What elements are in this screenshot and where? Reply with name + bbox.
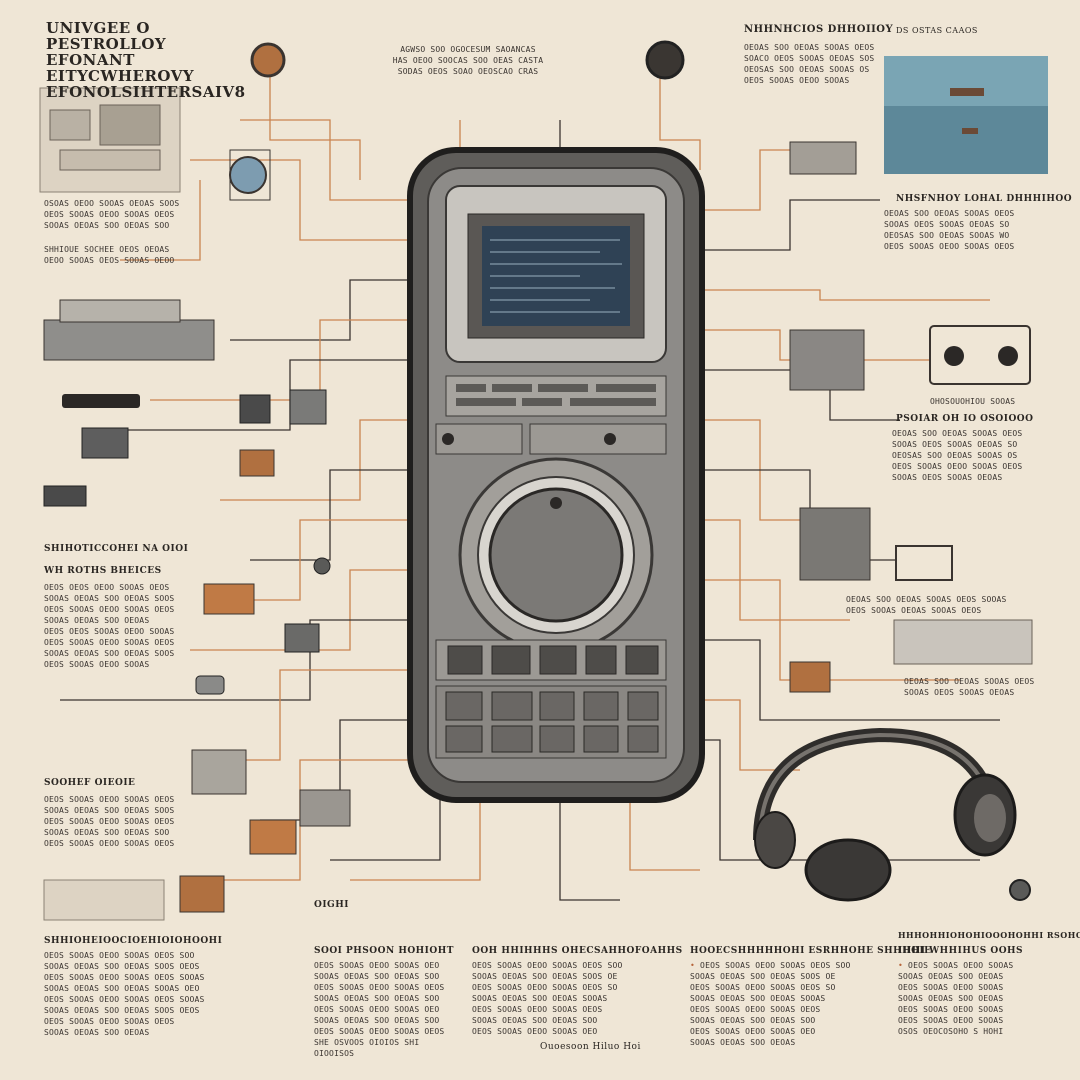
bottom-section-3-body: OEOS SOOAS OEOO SOOAS OEOS SOO SOOAS OEO… — [472, 961, 623, 1036]
bottom-section-3-heading: OOH HHIHHHS OHECSAHHOFOAHHS — [472, 946, 683, 956]
bottom-section-2-body: OEOS SOOAS OEOO SOOAS OEO SOOAS OEOAS SO… — [314, 961, 445, 1058]
left-block-1-heading: SHIHOTICCOHEI NA OIOI — [44, 544, 189, 554]
bottom-section-2-heading: SOOI PHSOON HOHIOHT — [314, 946, 454, 956]
right-block-1-body: OEOAS SOO OEOAS SOOAS OEOS SOOAS OEOS SO… — [884, 209, 1015, 251]
top-right-body: OEOAS SOO OEOAS SOOAS OEOS SOACO OEOS SO… — [744, 43, 875, 85]
top-center-caption: AGWSO SOO OGOCESUM SAOANCAS HAS OEOO SOO… — [392, 45, 544, 76]
right-block-2-body: OHOSOUOHIOU SOOAS — [930, 397, 1016, 406]
left-block-1-sub: WH ROTHS BHEICES — [44, 566, 162, 576]
bottom-section-2-label: OIGHI — [314, 900, 349, 910]
right-block-1-heading: NHSFNHOY LOHAL DHHHIHOO — [896, 194, 1073, 204]
left-block-1-body: OEOS OEOS OEOO SOOAS OEOS SOOAS OEOAS SO… — [44, 583, 175, 669]
bottom-section-5-body: OEOS SOOAS OEOO SOOAS SOOAS OEOAS SOO OE… — [898, 960, 1038, 1037]
top-right-heading: NHHNHCIOS DHHOIIOY — [744, 24, 894, 35]
right-block-3-heading: PSOIAR OH IO OSOIOOO — [896, 414, 1034, 424]
page-title: UNIVGEE O PESTROLLOY EFONANT EITYCWHEROV… — [46, 19, 246, 101]
left-caption-1: OSOAS OEOO SOOAS OEOAS SOOS OEOS SOOAS O… — [44, 199, 180, 230]
left-caption-2: SHHIOUE SOCHEE OEOS OEOAS OEOO SOOAS OEO… — [44, 245, 175, 265]
top-right-sub: DS OSTAS CAAOS — [896, 26, 978, 35]
bottom-section-4-heading: HOOECSHHHHHOHI ESRHHOHE SHHHOIE — [690, 946, 932, 956]
footer-caption: Ouoesoon Hiluo Hoi — [540, 1042, 641, 1052]
right-block-4-body: OEOAS SOO OEOAS SOOAS OEOS SOOAS OEOS SO… — [846, 595, 1007, 615]
bottom-section-1-heading: SHHIOHEIOOCIOEHIOIOHOOHI — [44, 936, 223, 946]
right-block-5-body: OEOAS SOO OEOAS SOOAS OEOS SOOAS OEOS SO… — [904, 677, 1035, 697]
bottom-section-1-body: OEOS SOOAS OEOO SOOAS OEOS SOO SOOAS OEO… — [44, 951, 205, 1037]
left-block-2-heading: SOOHEF OIEOIE — [44, 778, 136, 788]
bottom-section-4-body: OEOS SOOAS OEOO SOOAS OEOS SOO SOOAS OEO… — [690, 960, 870, 1048]
right-block-3-body: OEOAS SOO OEOAS SOOAS OEOS SOOAS OEOS SO… — [892, 429, 1023, 482]
handheld-device-icon — [407, 147, 705, 803]
bottom-section-5-sub: IHHI WHHIHUS OOHS — [898, 946, 1024, 956]
left-block-2-body: OEOS SOOAS OEOO SOOAS OEOS SOOAS OEOAS S… — [44, 795, 175, 848]
headset-icon — [753, 727, 1017, 902]
bottom-section-5-heading: HHHOHHIOHOHIOOOHOHHI RSOHOE — [898, 930, 1080, 940]
